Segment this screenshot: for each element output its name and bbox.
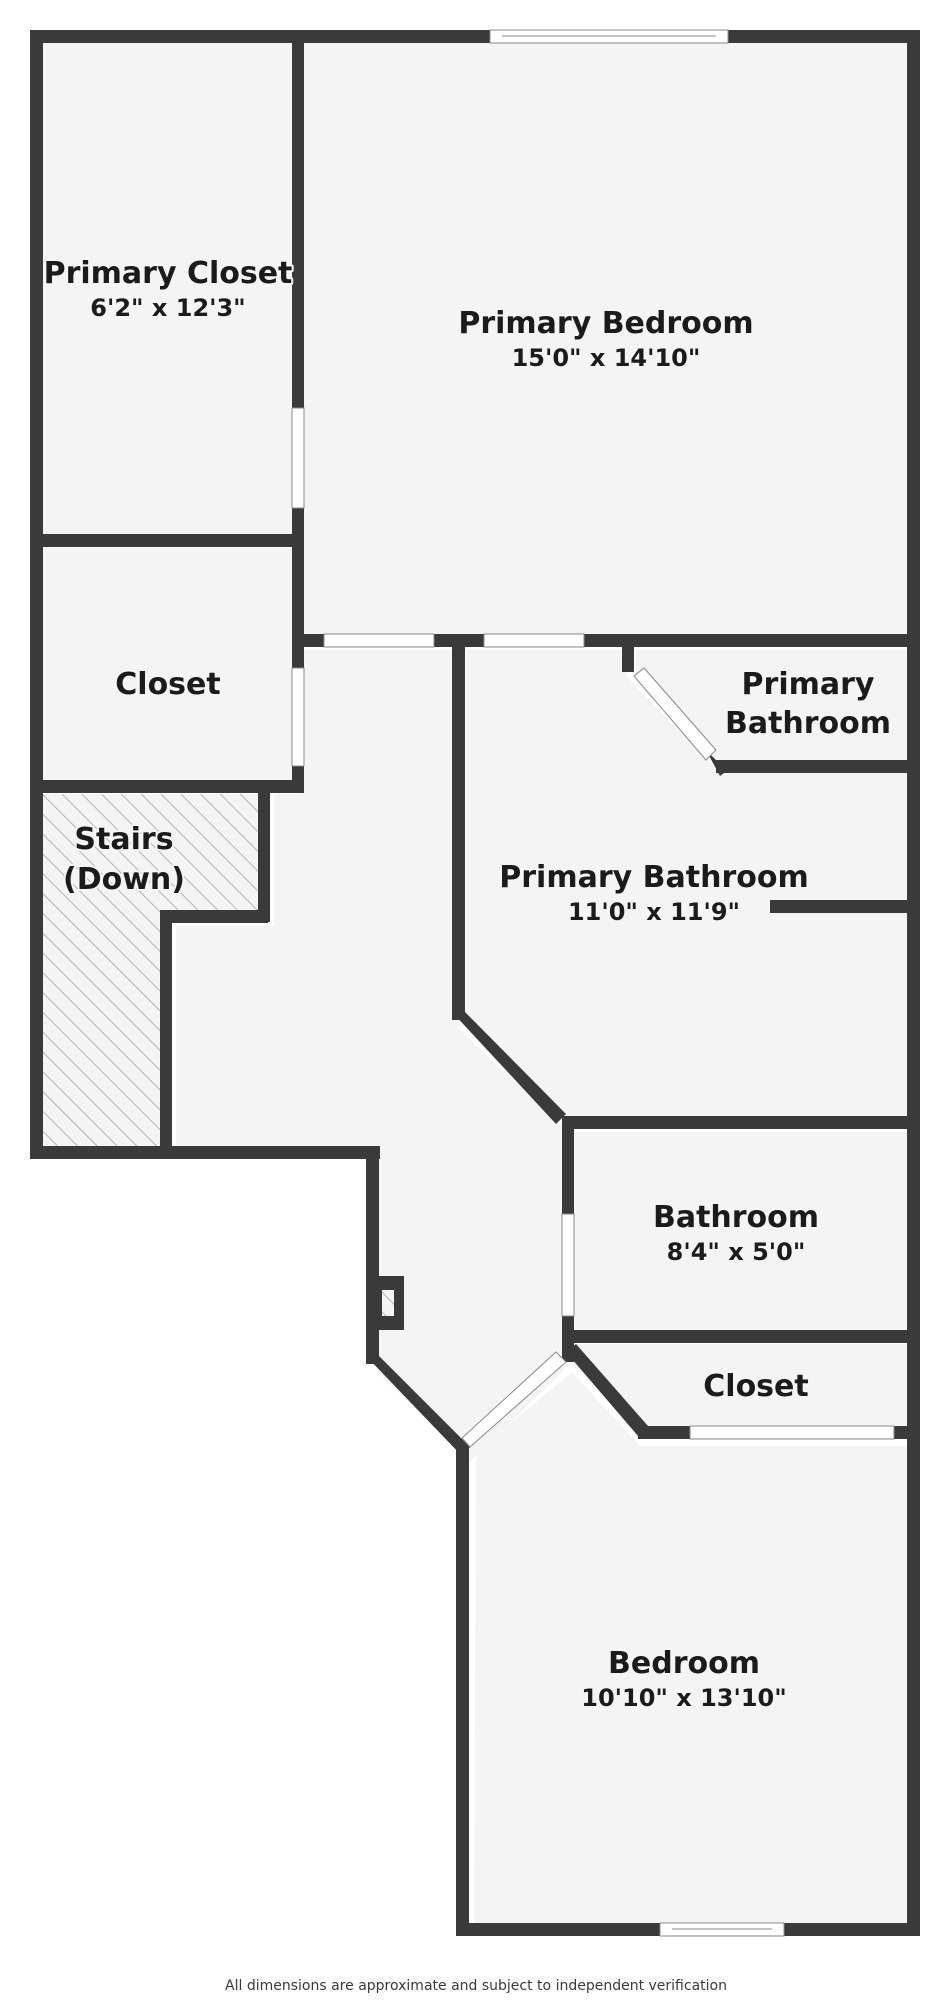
wall-primary-closet-right (292, 38, 304, 408)
door-primary-bedroom-bath (483, 633, 585, 648)
wall-right-outer (907, 30, 920, 1936)
wall-small-bath-bottom (716, 760, 920, 773)
niche-hatch (382, 1290, 394, 1316)
bedroom-name: Bedroom (608, 1646, 760, 1681)
wall-top (30, 30, 920, 43)
stairs-name-line1: Stairs (74, 822, 173, 857)
primary-closet-name: Primary Closet (44, 256, 293, 291)
wall-stairs-inner-horizontal (160, 910, 268, 923)
wall-closet-right-diagonal (566, 1344, 648, 1436)
room-labels: Primary Closet 6'2" x 12'3" Primary Bedr… (42, 254, 893, 1714)
wall-bedroom-bottom-left (300, 634, 324, 647)
wall-primary-bath-diagonal (452, 1012, 566, 1124)
wall-primary-closet-right-lower (292, 508, 304, 646)
closet-left-name: Closet (115, 667, 220, 702)
wall-hall-diagonal-left (366, 1356, 470, 1456)
wall-closet-bottom (38, 780, 304, 793)
primary-closet-floor (38, 38, 296, 536)
hallway-floor (176, 650, 564, 1462)
floor-areas (38, 38, 912, 1928)
bedroom-floor (474, 1372, 912, 1928)
primary-bedroom-floor (300, 38, 912, 636)
wall-bathroom-bottom (566, 1330, 920, 1343)
closet-left-floor (38, 548, 296, 782)
disclaimer-footnote: All dimensions are approximate and subje… (225, 1978, 727, 1994)
wall-closet-divider (38, 534, 300, 547)
wall-bedroom-bottom-right (584, 634, 920, 647)
stairs-name-line2: (Down) (63, 862, 185, 897)
wall-bathroom-left-upper (562, 1116, 574, 1214)
primary-bedroom-dims: 15'0" x 14'10" (512, 344, 701, 372)
bathroom-floor (574, 1132, 912, 1330)
stairs-floor (38, 794, 264, 1146)
bedroom-dims: 10'10" x 13'10" (581, 1684, 787, 1712)
closet-right-floor (572, 1344, 912, 1434)
wall-closet-right-bottom-left (638, 1426, 690, 1439)
primary-bedroom-name: Primary Bedroom (458, 306, 753, 341)
primary-closet-dims: 6'2" x 12'3" (90, 294, 245, 322)
primary-bathroom-name: Primary Bathroom (499, 860, 808, 895)
door-primary-closet (291, 407, 305, 509)
wall-primary-bath-left (452, 640, 465, 1020)
primary-bathroom-small-name-line1: Primary (742, 667, 875, 702)
door-primary-bathroom-small (633, 667, 717, 761)
wall-hall-bottom-left (30, 1146, 380, 1159)
wall-hall-left-vertical (366, 1146, 379, 1364)
door-bedroom (461, 1351, 567, 1448)
wall-left-outer (30, 30, 43, 1158)
closet-right-name: Closet (703, 1369, 808, 1404)
door-primary-bedroom-hall (323, 633, 435, 648)
wall-closet-right-bottom-right (894, 1426, 920, 1439)
wall-small-bath-notch (622, 640, 634, 672)
door-closet-right (689, 1425, 895, 1440)
bathroom-dims: 8'4" x 5'0" (667, 1238, 806, 1266)
primary-bathroom-small-name-line2: Bathroom (725, 706, 891, 741)
openings (291, 29, 895, 1937)
wall-primary-bath-stub (770, 900, 920, 913)
primary-bathroom-floor (466, 650, 912, 1120)
door-bathroom (561, 1213, 575, 1317)
wall-bathroom-top (562, 1116, 920, 1129)
bathroom-name: Bathroom (653, 1200, 819, 1235)
primary-bathroom-dims: 11'0" x 11'9" (568, 898, 740, 926)
wall-stairs-inner-lower (160, 910, 172, 1158)
door-closet-left (291, 667, 305, 767)
wall-bedroom-left (456, 1448, 469, 1936)
wall-stairs-inner-vertical (258, 792, 270, 922)
